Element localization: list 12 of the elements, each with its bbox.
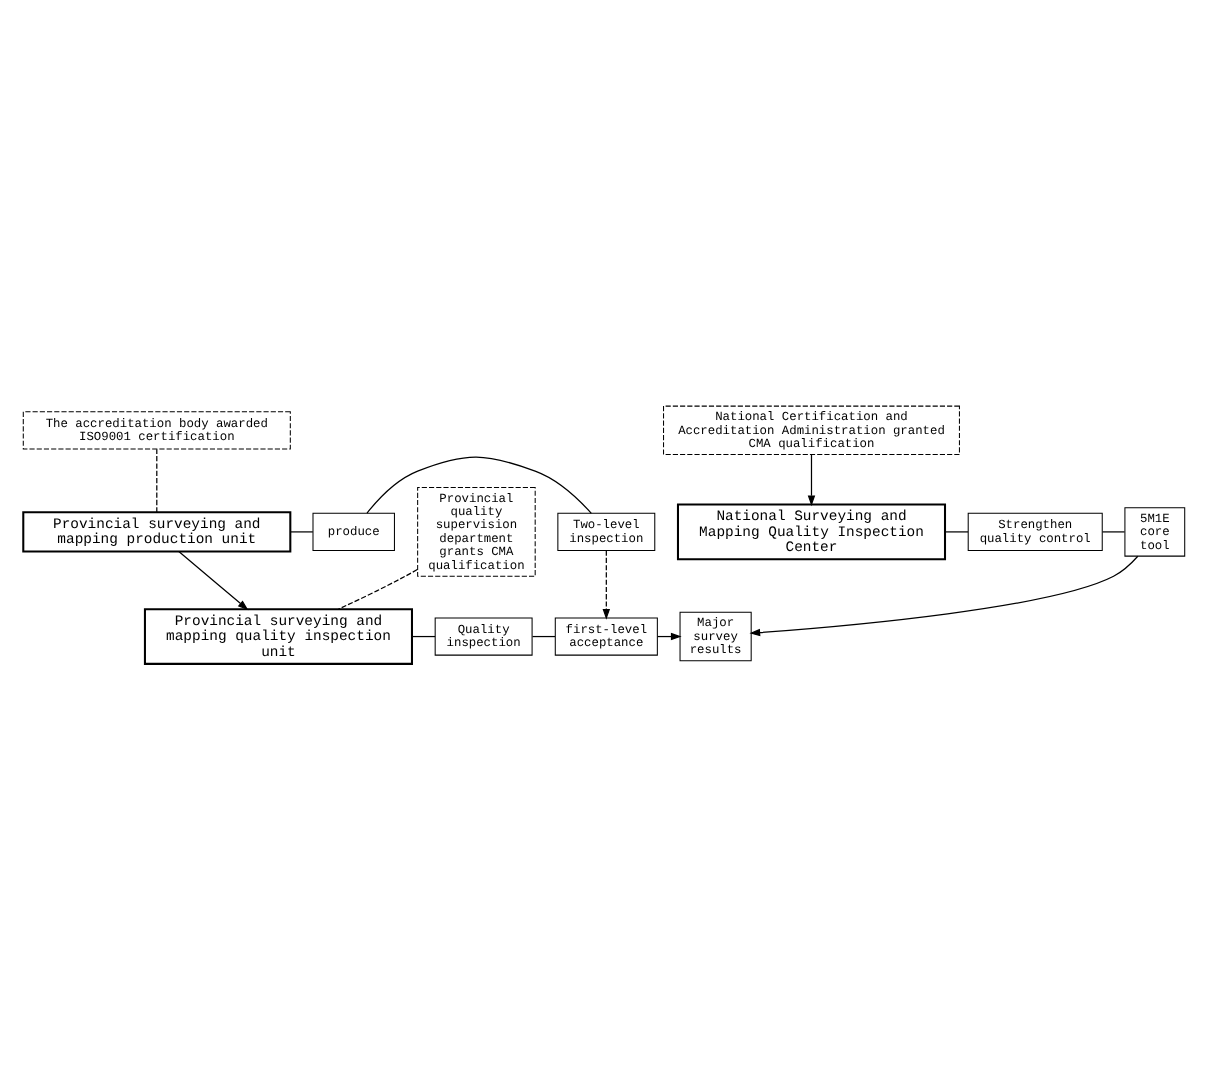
- arrow: [602, 549, 611, 619]
- connector: [1101, 530, 1126, 532]
- connector: [366, 455, 592, 513]
- connector: [337, 567, 418, 609]
- arrow: [807, 453, 816, 506]
- arrow: [749, 554, 1139, 636]
- arrow: [178, 549, 249, 610]
- connector: [944, 530, 969, 532]
- connector: [156, 447, 158, 512]
- connector: [531, 634, 556, 637]
- connector: [411, 634, 436, 637]
- connector: [290, 530, 314, 532]
